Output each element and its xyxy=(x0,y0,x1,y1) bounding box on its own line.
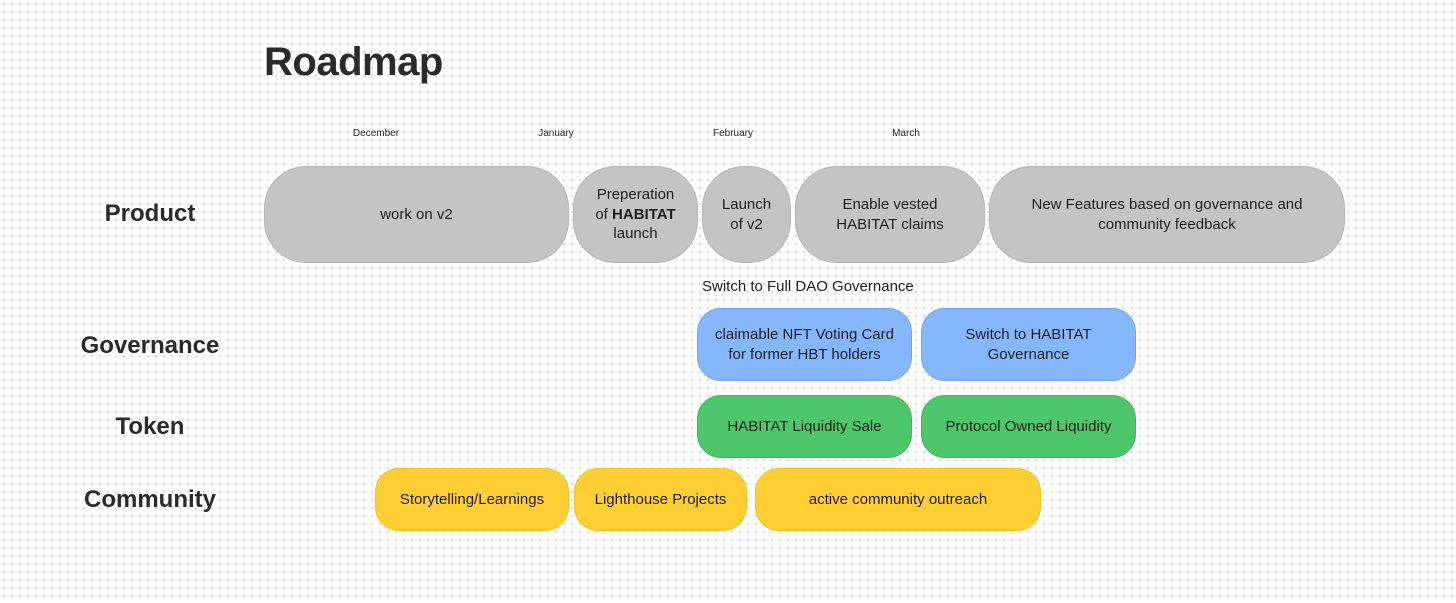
month-december: December xyxy=(352,128,400,139)
month-march: March xyxy=(892,128,920,139)
product-vested-claims-label: Enable vested HABITAT claims xyxy=(836,195,944,234)
row-label-product: Product xyxy=(104,200,196,227)
product-work-on-v2-label: work on v2 xyxy=(380,205,453,223)
governance-switch-habitat-line1: Switch to HABITAT xyxy=(965,326,1092,343)
community-storytelling-label: Storytelling/Learnings xyxy=(399,490,545,508)
product-enable-vested-claims: Enable vested HABITAT claims xyxy=(795,166,985,263)
product-vested-claims-line1: Enable vested xyxy=(842,196,938,213)
community-outreach-label: active community outreach xyxy=(808,490,988,508)
product-launch-v2-line2: of v2 xyxy=(730,215,763,233)
product-preparation-habitat-launch: Preperation of HABITAT launch xyxy=(573,166,698,263)
page-title: Roadmap xyxy=(264,40,443,84)
row-label-token: Token xyxy=(115,413,185,440)
product-preparation-line3: launch xyxy=(613,225,658,243)
governance-nft-voting-card: claimable NFT Voting Card for former HBT… xyxy=(697,308,912,381)
product-new-features-line1: New Features based on governance and xyxy=(1031,196,1303,213)
community-storytelling: Storytelling/Learnings xyxy=(375,468,569,531)
product-launch-v2-label: Launch of v2 xyxy=(722,195,771,234)
token-protocol-owned-liquidity: Protocol Owned Liquidity xyxy=(921,395,1136,458)
row-label-governance: Governance xyxy=(80,332,220,359)
month-february: February xyxy=(712,128,754,139)
product-preparation-line1: Preperation xyxy=(596,186,675,204)
product-launch-v2: Launch of v2 xyxy=(702,166,791,263)
governance-switch-habitat-line2: Governance xyxy=(987,345,1070,363)
token-liquidity-sale: HABITAT Liquidity Sale xyxy=(697,395,912,458)
product-work-on-v2: work on v2 xyxy=(264,166,569,263)
governance-nft-voting-line2: for former HBT holders xyxy=(728,345,881,363)
governance-nft-voting-label: claimable NFT Voting Card for former HBT… xyxy=(715,325,894,364)
governance-switch-habitat-label: Switch to HABITAT Governance xyxy=(965,325,1091,364)
product-preparation-of: of xyxy=(595,205,608,223)
row-label-community: Community xyxy=(84,486,216,513)
community-outreach: active community outreach xyxy=(755,468,1041,531)
product-new-features-line2: community feedback xyxy=(1098,215,1236,233)
token-protocol-owned-label: Protocol Owned Liquidity xyxy=(945,417,1112,435)
governance-switch-habitat: Switch to HABITAT Governance xyxy=(921,308,1136,381)
product-preparation-line2: of HABITAT xyxy=(595,205,675,225)
product-launch-v2-line1: Launch xyxy=(721,196,772,213)
product-preparation-habitat: HABITAT xyxy=(612,205,676,223)
community-lighthouse-label: Lighthouse Projects xyxy=(594,490,727,508)
product-new-features: New Features based on governance and com… xyxy=(989,166,1345,263)
product-new-features-label: New Features based on governance and com… xyxy=(1031,195,1302,234)
token-liquidity-sale-label: HABITAT Liquidity Sale xyxy=(727,417,882,435)
month-january: January xyxy=(538,128,574,139)
product-preparation-label: Preperation of HABITAT launch xyxy=(595,185,675,244)
governance-note: Switch to Full DAO Governance xyxy=(702,278,914,295)
community-lighthouse-projects: Lighthouse Projects xyxy=(574,468,747,531)
governance-nft-voting-line1: claimable NFT Voting Card xyxy=(715,326,894,343)
product-vested-claims-line2: HABITAT claims xyxy=(836,215,944,233)
